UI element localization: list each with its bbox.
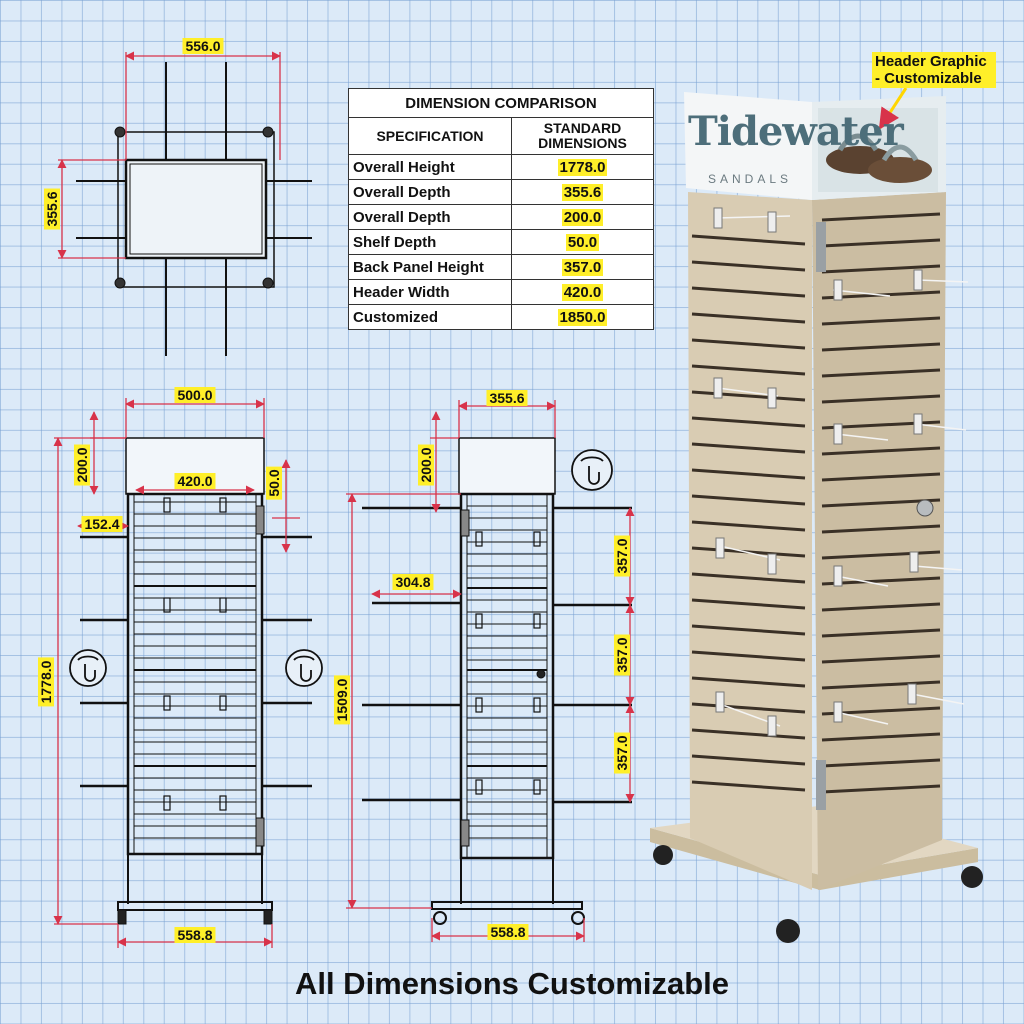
front-overall-width-label: 500.0 [174,387,216,403]
spec-name: Overall Height [348,154,512,180]
side-panel-2-label: 357.0 [614,634,630,676]
render-brackets [713,207,923,737]
front-shelf-depth-label: 50.0 [266,466,282,500]
rotate-hand-icon [69,649,107,687]
brand-tagline: SANDALS [708,172,793,186]
front-hook-length-label: 152.4 [81,516,123,532]
spec-name: Overall Depth [348,204,512,230]
dimension-comparison-table: DIMENSION COMPARISON SPECIFICATION STAND… [348,88,654,330]
spec-value: 357.0 [561,258,604,276]
spec-value: 50.0 [565,233,600,251]
side-hooks [362,506,632,804]
front-hooks [80,535,312,788]
side-slats [467,505,547,839]
footer-caption: All Dimensions Customizable [294,966,730,1001]
header-graphic-callout: Header Graphic - Customizable [872,52,996,88]
render-base [650,828,978,890]
front-slats [134,501,256,839]
spec-name: Customized [348,304,512,330]
spec-name: Shelf Depth [348,229,512,255]
table-row: Header Width 420.0 [348,279,654,305]
side-panel-3-label: 357.0 [614,732,630,774]
brand-logo: Tidewater [688,108,904,155]
table-row: Overall Depth 355.6 [348,179,654,205]
spec-name: Back Panel Height [348,254,512,280]
side-depth-label: 355.6 [486,390,528,406]
spec-value: 200.0 [561,208,604,226]
front-clips [163,497,227,811]
spec-value: 355.6 [561,183,604,201]
spec-name: Overall Depth [348,179,512,205]
render-header-front [684,92,812,200]
display-render [650,87,983,943]
rotate-hand-icon [285,649,323,687]
side-clips [475,531,541,795]
side-base-width-label: 558.8 [487,924,529,940]
sandal-image [818,108,938,192]
top-width-label: 556.0 [182,38,224,54]
render-side-face [812,192,946,890]
table-row: Shelf Depth 50.0 [348,229,654,255]
side-hook-length-label: 304.8 [392,574,434,590]
top-view-dimensions [57,51,281,259]
top-depth-label: 355.6 [44,188,60,230]
table-row: Back Panel Height 357.0 [348,254,654,280]
top-view [76,62,312,356]
spec-name: Header Width [348,279,512,305]
column-header-specification: SPECIFICATION [348,117,512,155]
front-view [80,437,312,925]
table-row: Overall Depth 200.0 [348,204,654,230]
front-panel-width-label: 420.0 [174,473,216,489]
spec-value: 1778.0 [557,158,608,176]
rotate-hand-icon [571,449,613,491]
front-overall-height-label: 1778.0 [38,657,54,707]
side-view-dimensions [346,400,635,942]
spec-value: 420.0 [561,283,604,301]
table-row: Overall Height 1778.0 [348,154,654,180]
column-header-standard: STANDARD DIMENSIONS [511,117,654,155]
side-view [362,437,632,925]
render-front-slots [691,234,806,792]
table-title: DIMENSION COMPARISON [348,88,654,118]
side-height-label: 1509.0 [334,675,350,725]
side-panel-1-label: 357.0 [614,535,630,577]
front-header-height-label: 200.0 [74,444,90,486]
side-header-height-label: 200.0 [418,444,434,486]
spec-value: 1850.0 [557,308,608,326]
front-base-width-label: 558.8 [174,927,216,943]
table-row: Customized 1850.0 [348,304,654,330]
